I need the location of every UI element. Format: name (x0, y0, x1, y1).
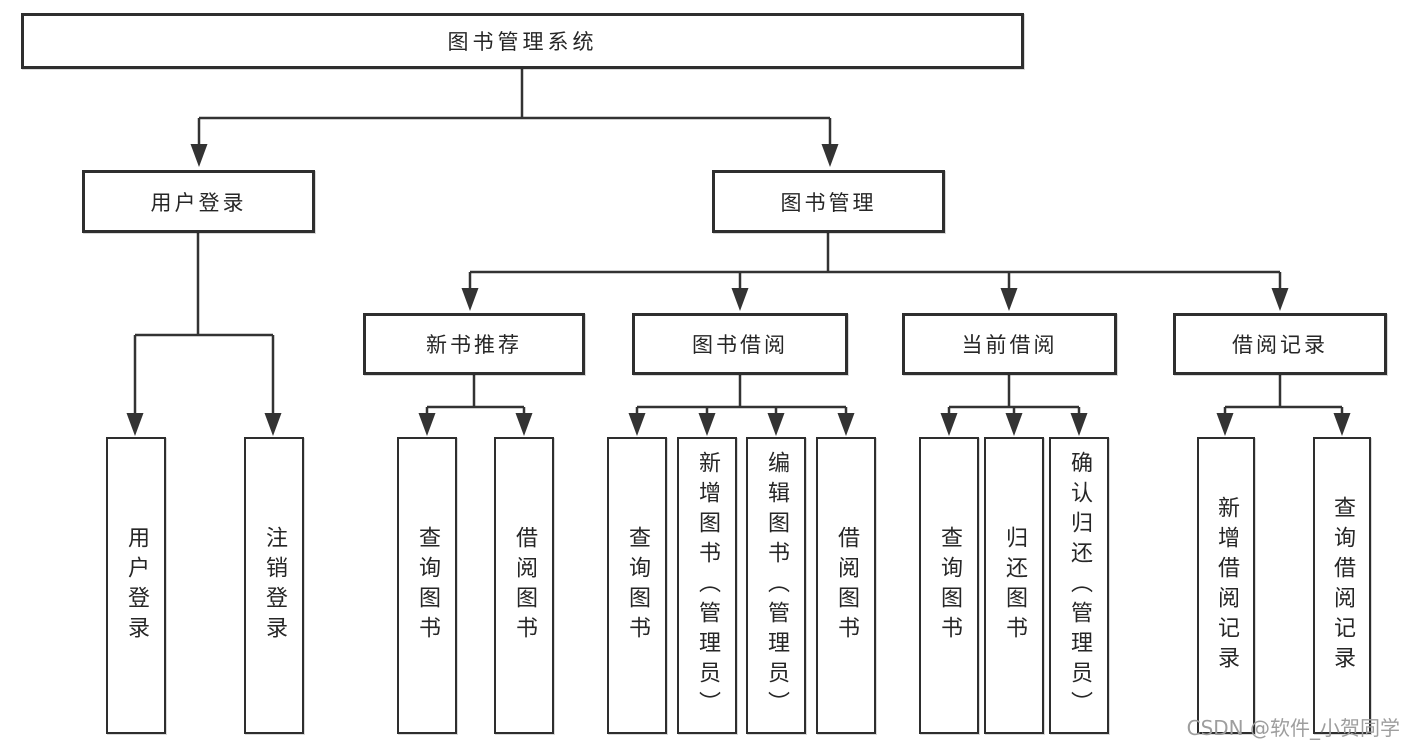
leaf-add-books-admin: 新增图书（管理员） (677, 437, 737, 734)
leaf-recommend-borrow-books: 借阅图书 (494, 437, 554, 734)
csdn-watermark: CSDN @软件_小贺同学 (1186, 716, 1400, 740)
leaf-borrow-query-books: 查询图书 (607, 437, 667, 734)
node-book-management: 图书管理 (712, 170, 945, 233)
leaf-borrow-books: 借阅图书 (816, 437, 876, 734)
node-borrow-records: 借阅记录 (1173, 313, 1387, 375)
leaf-logout: 注销登录 (244, 437, 304, 734)
leaf-edit-books-admin: 编辑图书（管理员） (746, 437, 806, 734)
leaf-query-borrow-record: 查询借阅记录 (1313, 437, 1371, 734)
leaf-return-books: 归还图书 (984, 437, 1044, 734)
leaf-current-query-books: 查询图书 (919, 437, 979, 734)
node-book-borrow: 图书借阅 (632, 313, 848, 375)
node-new-book-recommend: 新书推荐 (363, 313, 585, 375)
node-user-login: 用户登录 (82, 170, 315, 233)
node-current-borrow: 当前借阅 (902, 313, 1117, 375)
leaf-confirm-return-admin: 确认归还（管理员） (1049, 437, 1109, 734)
node-root: 图书管理系统 (21, 13, 1024, 69)
leaf-recommend-query-books: 查询图书 (397, 437, 457, 734)
leaf-user-login: 用户登录 (106, 437, 166, 734)
leaf-add-borrow-record: 新增借阅记录 (1197, 437, 1255, 734)
